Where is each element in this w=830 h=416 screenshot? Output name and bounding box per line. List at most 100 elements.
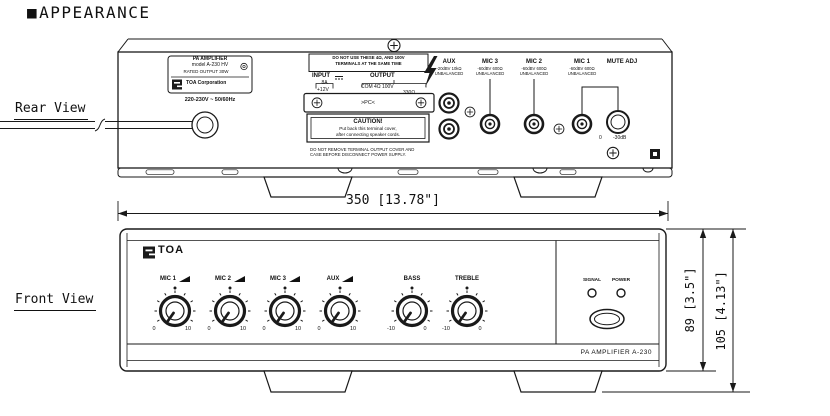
mic3-spec1: -60dBV 600Ω [477,66,503,71]
input-label: INPUT [312,73,330,79]
knob-max: 0 [423,326,427,332]
knob-label-text: AUX [326,276,340,283]
power-led-icon [616,288,626,298]
knob-label-mic1: MIC 1 [145,276,205,283]
warning-line1: DO NOT USE THESE 4Ω, AND 100V [332,55,405,60]
rear-view-label: Rear View [14,101,89,120]
model-label: PA AMPLIFIER A-230 [580,349,652,356]
page-title-text: APPEARANCE [39,3,151,22]
signal-led-icon [587,288,597,298]
mic2-spec2: UNBALANCED [519,70,549,76]
knob-max: 10 [184,326,192,332]
power-cord [0,111,219,139]
knob-min: -10 [442,326,450,332]
knob-min: 0 [152,326,156,332]
mute-adj-label: MUTE ADJ [606,59,638,65]
knob-max: 10 [294,326,302,332]
rating-label-line1: PA AMPLIFIER [192,56,228,62]
screw-icon [606,146,620,160]
knob-max: 10 [239,326,247,332]
knob-label-text: BASS [403,276,421,282]
fuse-bracket [315,83,334,89]
screw-icon [387,38,401,53]
front-chassis [119,228,667,393]
rating-label-line3: RATED OUTPUT 30W [183,68,229,74]
screw-icon [311,97,323,109]
knob-label-mic2: MIC 2 [200,276,260,283]
mic1-spec2: UNBALANCED [567,70,597,76]
power-label: POWER [611,278,631,283]
knob-label-text: MIC 3 [269,276,286,283]
mic2-label: MIC 2 [525,59,542,65]
volume-wedge-icon [179,276,190,282]
front-foot-right [513,370,603,393]
rating-label-line2: model A-230 HV [191,62,229,68]
knob-min: 0 [262,326,266,332]
notice-line2: CASE BEFORE DISCONNECT POWER SUPPLY. [310,152,406,157]
aux-spec2: UNBALANCED [434,70,464,76]
output-label: OUTPUT [370,73,395,79]
volume-wedge-icon [234,276,245,282]
knob-label-aux: AUX [310,276,370,283]
io-markings [315,76,427,89]
rear-foot-left [263,176,353,198]
brand-label: TOA Corporation [186,80,227,86]
rca-jack-icon [438,92,460,114]
din-connector [650,149,660,159]
mic2-spec1: -60dBV 600Ω [521,66,547,71]
indicator-leds [587,288,626,298]
toa-logo-icon [172,79,182,90]
mic1-jack [571,86,619,135]
mic1-label: MIC 1 [573,59,590,65]
caution-line1: Put back this terminal cover, [339,126,397,131]
front-view-label: Front View [14,292,97,311]
caution-box [306,113,430,143]
signal-label: SIGNAL [582,278,602,283]
knob-min: -10 [387,326,395,332]
rating-label-box [167,55,253,94]
phone-jack-icon [523,113,545,135]
caution-title: CAUTION! [353,119,383,125]
toa-logo-icon [143,246,155,259]
mic3-jack [479,79,501,135]
warning-line2: TERMINALS AT THE SAME TIME [335,60,402,66]
body-height-dimension-label: 89 [3.5"] [683,267,698,333]
height-dimensions [602,228,750,393]
impedance-label: 330Ω [403,89,416,96]
output-terminals-label: COM 4Ω 100V [361,84,394,90]
knob-max: 10 [349,326,357,332]
knob-label-treble: TREBLE [437,276,497,283]
knob-max: 0 [478,326,482,332]
width-dimension [117,201,669,221]
knob-label-text: MIC 1 [159,276,176,283]
knob-label-bass: BASS [382,276,442,283]
front-toa-logo-text: TOA [158,243,185,256]
front-foot-left [263,370,353,393]
phone-jack-icon [479,113,501,135]
rca-jack-icon [438,118,460,140]
aux-label: AUX [442,59,456,65]
knob-label-text: TREBLE [455,276,479,282]
knob-label-mic3: MIC 3 [255,276,315,283]
screw-icon [553,123,565,135]
mic1-spec1: -60dBV 600Ω [569,66,595,71]
notice-line1: DO NOT REMOVE TERMINAL OUTPUT COVER AND [310,147,415,152]
width-dimension-label: 350 [13.78"] [346,193,440,208]
dc-voltage-label: +12V [317,87,329,93]
mute-adj-knob [606,110,630,134]
output-bracket [361,80,427,88]
mic3-label: MIC 3 [481,59,498,65]
total-height-dimension-label: 105 [4.13"] [714,271,729,351]
caution-line2: after connecting speaker cords. [335,131,401,137]
dc-symbol-icon [335,76,343,80]
page-title: ■ APPEARANCE [27,3,151,22]
mic3-spec2: UNBALANCED [475,70,505,76]
aux-spec1: -20dBV 10kΩ [436,66,462,71]
pc-terminal-label: >PC< [360,99,376,106]
terminal-block [303,92,435,113]
power-button-drawing [589,308,625,330]
volume-wedge-icon [342,276,354,282]
knob-min: 0 [207,326,211,332]
